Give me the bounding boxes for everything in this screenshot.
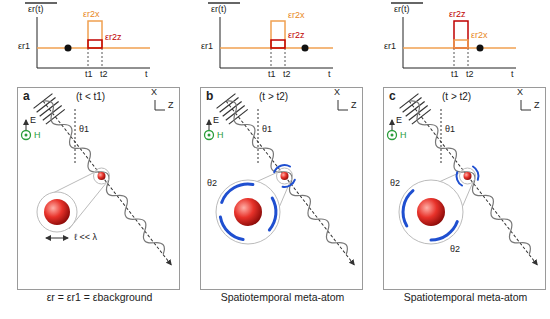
panel-letter: c xyxy=(389,90,396,103)
use-shape xyxy=(208,3,333,68)
rect-shape xyxy=(454,21,468,48)
permittivity-plot xyxy=(391,3,516,68)
time-tick: t1 xyxy=(450,70,460,80)
field-label: E xyxy=(29,116,37,126)
path-shape xyxy=(473,167,478,180)
path-shape xyxy=(431,222,457,240)
axis-label: t xyxy=(144,70,149,80)
axis-name: X xyxy=(516,88,524,98)
field-label: H xyxy=(216,131,225,141)
axis-name: Z xyxy=(533,101,541,111)
g-shape xyxy=(220,165,294,240)
panel-caption: εr = εr1 = εbackground xyxy=(47,292,153,304)
time-condition: (t < t1) xyxy=(76,91,105,102)
angle-label: θ2 xyxy=(389,179,401,189)
level-label: εr2x xyxy=(82,10,101,20)
level-label: εr2z xyxy=(287,31,306,41)
time-tick: t2 xyxy=(99,70,109,80)
line-shape xyxy=(46,238,68,239)
circle-shape xyxy=(234,198,262,226)
time-tick: t2 xyxy=(282,70,292,80)
axis-label: t xyxy=(510,70,515,80)
axis-title: εr(t) xyxy=(210,5,228,15)
use-shape xyxy=(205,94,364,273)
panel-box: a(t < t1)εr = εr1 = εbackground xyxy=(17,87,180,290)
field-label: E xyxy=(395,116,403,126)
circle-shape xyxy=(65,45,72,52)
field-label: E xyxy=(212,116,220,126)
axis-name: Z xyxy=(167,101,175,111)
circle-shape xyxy=(477,45,484,52)
use-shape xyxy=(25,3,150,68)
axis-name: X xyxy=(333,88,341,98)
time-condition: (t > t2) xyxy=(259,91,288,102)
panel-box: b(t > t2)Spatiotemporal meta-atom xyxy=(200,87,363,290)
axis-title: εr(t) xyxy=(393,5,411,15)
time-tick: t1 xyxy=(84,70,94,80)
time-condition: (t > t2) xyxy=(442,91,471,102)
axis-label: t xyxy=(327,70,332,80)
rect-shape xyxy=(88,40,102,48)
circle-shape xyxy=(417,198,445,226)
level-label: εr2z xyxy=(104,33,123,43)
path-shape xyxy=(457,172,462,185)
field-label: H xyxy=(33,131,42,141)
scattering-scene xyxy=(205,94,364,273)
permittivity-plot xyxy=(208,3,333,68)
panel-caption: Spatiotemporal meta-atom xyxy=(404,292,528,304)
use-shape xyxy=(22,94,181,273)
angle-label: θ1 xyxy=(261,125,273,135)
path-shape xyxy=(222,184,253,202)
path-shape xyxy=(274,165,290,172)
angle-label: θ2 xyxy=(206,179,218,189)
level-label: εr1 xyxy=(383,42,397,52)
g-shape xyxy=(403,167,478,241)
level-label: εr1 xyxy=(17,42,31,52)
circle-shape xyxy=(216,180,280,244)
circle-shape xyxy=(399,180,463,244)
permittivity-plot xyxy=(25,3,150,68)
level-label: εr2x xyxy=(287,11,306,21)
rect-shape xyxy=(88,21,102,48)
axis-title: εr(t) xyxy=(27,5,45,15)
level-label: εr2x xyxy=(470,31,489,41)
use-shape xyxy=(391,3,516,68)
panel-box: c(t > t2)Spatiotemporal meta-atom xyxy=(383,87,546,290)
path-shape xyxy=(403,191,413,226)
time-tick: t1 xyxy=(267,70,277,80)
circle-shape xyxy=(44,199,70,225)
rect-shape xyxy=(454,40,468,48)
time-tick: t2 xyxy=(465,70,475,80)
angle-label: θ1 xyxy=(78,125,90,135)
field-label: H xyxy=(399,131,408,141)
level-label: εr2z xyxy=(448,10,467,20)
axis-name: Z xyxy=(350,101,358,111)
path-shape xyxy=(283,180,295,187)
axis-name: X xyxy=(150,88,158,98)
use-shape xyxy=(388,94,547,273)
panel-letter: b xyxy=(206,90,213,103)
path-shape xyxy=(269,198,276,230)
circle-shape xyxy=(302,45,309,52)
rect-shape xyxy=(271,21,285,48)
circle-shape xyxy=(37,192,77,232)
path-shape xyxy=(220,217,243,240)
scattering-scene xyxy=(388,94,547,273)
size-note: ℓ << λ xyxy=(73,233,98,243)
panel-caption: Spatiotemporal meta-atom xyxy=(221,292,345,304)
level-label: εr1 xyxy=(200,42,214,52)
scattering-scene xyxy=(22,94,181,273)
panel-letter: a xyxy=(23,90,30,103)
angle-label: θ1 xyxy=(444,125,456,135)
rect-shape xyxy=(271,40,285,48)
angle-label: θ2 xyxy=(449,245,461,255)
